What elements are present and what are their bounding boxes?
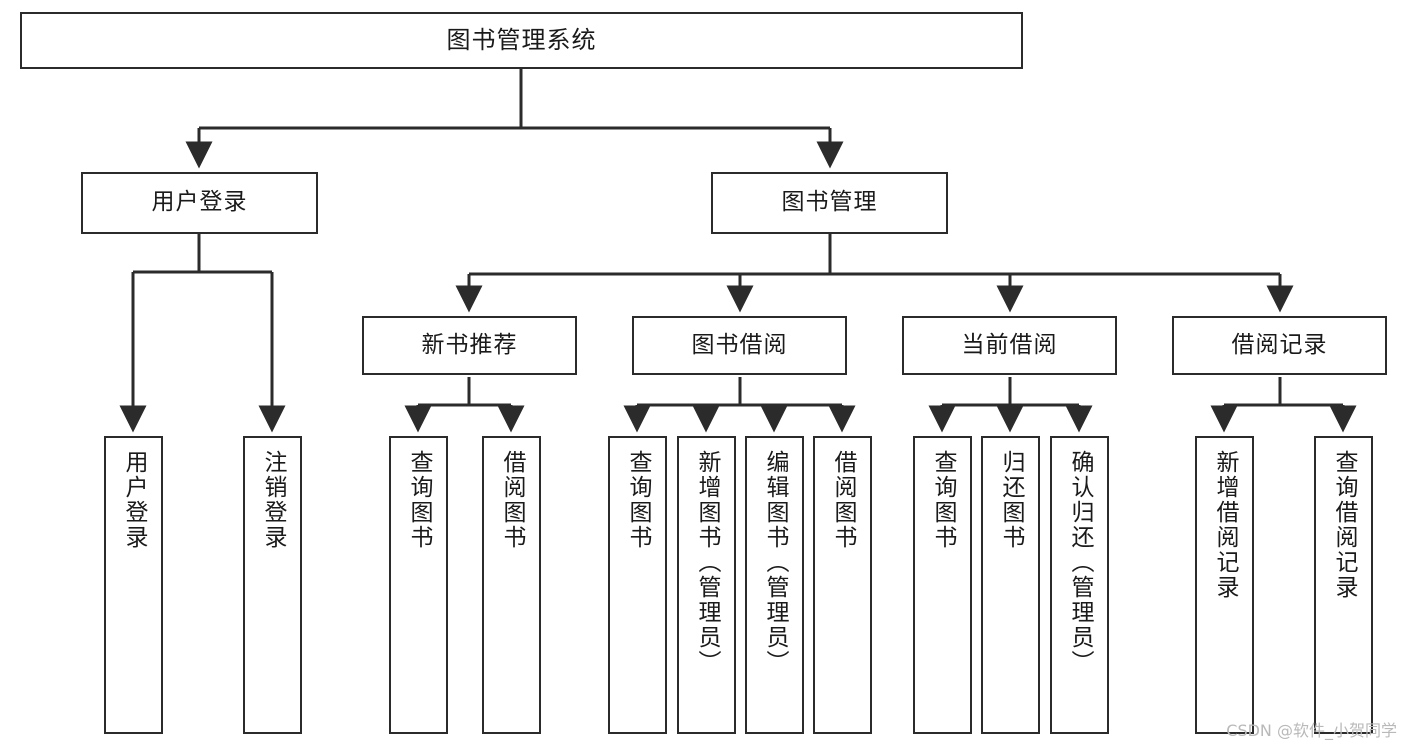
node-leaf-borrow-book-2[interactable]: 借阅图书 (813, 436, 872, 734)
node-leaf-user-login-label: 用户登录 (121, 450, 147, 550)
node-leaf-borrow-book-1-label: 借阅图书 (499, 450, 525, 550)
node-book-borrow-label: 图书借阅 (691, 331, 788, 358)
node-leaf-query-record[interactable]: 查询借阅记录 (1314, 436, 1373, 734)
node-leaf-add-book-label: 新增图书（管理员） (694, 450, 720, 675)
node-leaf-query-book-3[interactable]: 查询图书 (913, 436, 972, 734)
node-leaf-logout[interactable]: 注销登录 (243, 436, 302, 734)
node-leaf-add-book[interactable]: 新增图书（管理员） (677, 436, 736, 734)
node-book-manage[interactable]: 图书管理 (711, 172, 948, 234)
node-book-borrow[interactable]: 图书借阅 (632, 316, 847, 375)
node-leaf-return-book-label: 归还图书 (998, 450, 1024, 550)
node-leaf-borrow-book-2-label: 借阅图书 (830, 450, 856, 550)
node-leaf-add-record-label: 新增借阅记录 (1212, 450, 1238, 600)
node-leaf-query-book-2[interactable]: 查询图书 (608, 436, 667, 734)
node-borrow-record-label: 借阅记录 (1231, 331, 1328, 358)
node-new-book-rec-label: 新书推荐 (421, 331, 518, 358)
node-leaf-confirm-return-label: 确认归还（管理员） (1067, 450, 1093, 675)
node-leaf-query-book-3-label: 查询图书 (930, 450, 956, 550)
node-leaf-query-book-2-label: 查询图书 (625, 450, 651, 550)
node-new-book-rec[interactable]: 新书推荐 (362, 316, 577, 375)
node-root[interactable]: 图书管理系统 (20, 12, 1023, 69)
node-user-login[interactable]: 用户登录 (81, 172, 318, 234)
node-borrow-record[interactable]: 借阅记录 (1172, 316, 1387, 375)
node-leaf-query-book-1-label: 查询图书 (406, 450, 432, 550)
node-leaf-edit-book-label: 编辑图书（管理员） (762, 450, 788, 675)
node-leaf-add-record[interactable]: 新增借阅记录 (1195, 436, 1254, 734)
node-leaf-borrow-book-1[interactable]: 借阅图书 (482, 436, 541, 734)
node-leaf-edit-book[interactable]: 编辑图书（管理员） (745, 436, 804, 734)
node-leaf-return-book[interactable]: 归还图书 (981, 436, 1040, 734)
node-leaf-confirm-return[interactable]: 确认归还（管理员） (1050, 436, 1109, 734)
node-book-manage-label: 图书管理 (781, 189, 878, 216)
node-leaf-user-login[interactable]: 用户登录 (104, 436, 163, 734)
node-root-label: 图书管理系统 (446, 26, 597, 55)
node-leaf-logout-label: 注销登录 (260, 450, 286, 550)
csdn-watermark: CSDN @软件_小贺同学 (1226, 721, 1397, 740)
node-user-login-label: 用户登录 (151, 189, 248, 216)
node-current-borrow-label: 当前借阅 (961, 331, 1058, 358)
node-leaf-query-record-label: 查询借阅记录 (1331, 450, 1357, 600)
node-current-borrow[interactable]: 当前借阅 (902, 316, 1117, 375)
node-leaf-query-book-1[interactable]: 查询图书 (389, 436, 448, 734)
